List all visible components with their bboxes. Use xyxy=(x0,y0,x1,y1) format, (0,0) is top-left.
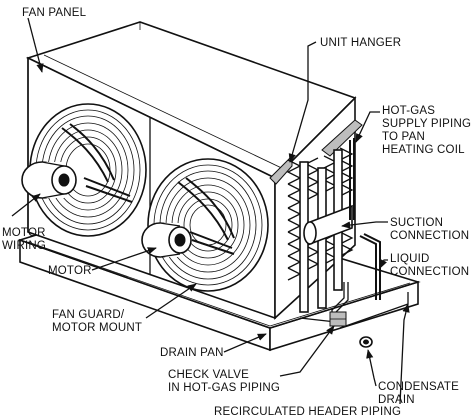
label-liquid-line1: LIQUID xyxy=(390,253,430,265)
leader-hot-gas xyxy=(355,111,380,143)
leader-lines xyxy=(11,17,410,405)
leader-unit-hanger xyxy=(288,41,317,163)
leader-recirc xyxy=(399,303,410,405)
motor-right xyxy=(141,222,192,258)
leader-liquid xyxy=(379,259,388,269)
leader-suction xyxy=(341,221,388,229)
leader-condensate xyxy=(366,349,377,387)
leader-fan-panel xyxy=(27,17,44,73)
fan-left xyxy=(29,103,147,237)
label-hot-gas-line2: SUPPLY PIPING xyxy=(382,118,471,130)
label-suction-line2: CONNECTION xyxy=(390,230,469,242)
label-check-valve-line2: IN HOT-GAS PIPING xyxy=(168,382,280,394)
label-motor-wiring-line2: WIRING xyxy=(2,240,46,252)
motor-left xyxy=(21,161,77,199)
label-motor: MOTOR xyxy=(48,265,92,277)
label-check-valve-line1: CHECK VALVE xyxy=(168,369,249,381)
leader-motor-wiring xyxy=(11,193,41,217)
label-hot-gas-line1: HOT-GAS xyxy=(382,105,435,117)
leader-fan-guard xyxy=(145,283,197,319)
label-fan-panel: FAN PANEL xyxy=(22,7,87,19)
label-condensate-line1: CONDENSATE xyxy=(378,381,459,393)
label-condensate-line2: DRAIN xyxy=(378,394,415,406)
label-suction-line1: SUCTION xyxy=(390,217,443,229)
leader-drain-pan xyxy=(223,333,267,353)
label-hot-gas-line4: HEATING COIL xyxy=(382,144,465,156)
label-fan-guard-line1: FAN GUARD/ xyxy=(52,309,125,321)
label-liquid-line2: CONNECTION xyxy=(390,266,469,278)
leader-motor xyxy=(91,247,157,271)
label-hot-gas-line3: TO PAN xyxy=(382,131,425,143)
labels: FAN PANEL UNIT HANGER HOT-GAS SUPPLY PIP… xyxy=(2,7,471,418)
label-unit-hanger: UNIT HANGER xyxy=(320,37,401,49)
leader-check-valve xyxy=(279,325,335,377)
piping xyxy=(299,138,409,348)
label-drain-pan: DRAIN PAN xyxy=(160,347,224,359)
label-fan-guard-line2: MOTOR MOUNT xyxy=(52,322,142,334)
label-motor-wiring-line1: MOTOR xyxy=(2,227,46,239)
label-recirculated-header: RECIRCULATED HEADER PIPING xyxy=(214,406,401,418)
